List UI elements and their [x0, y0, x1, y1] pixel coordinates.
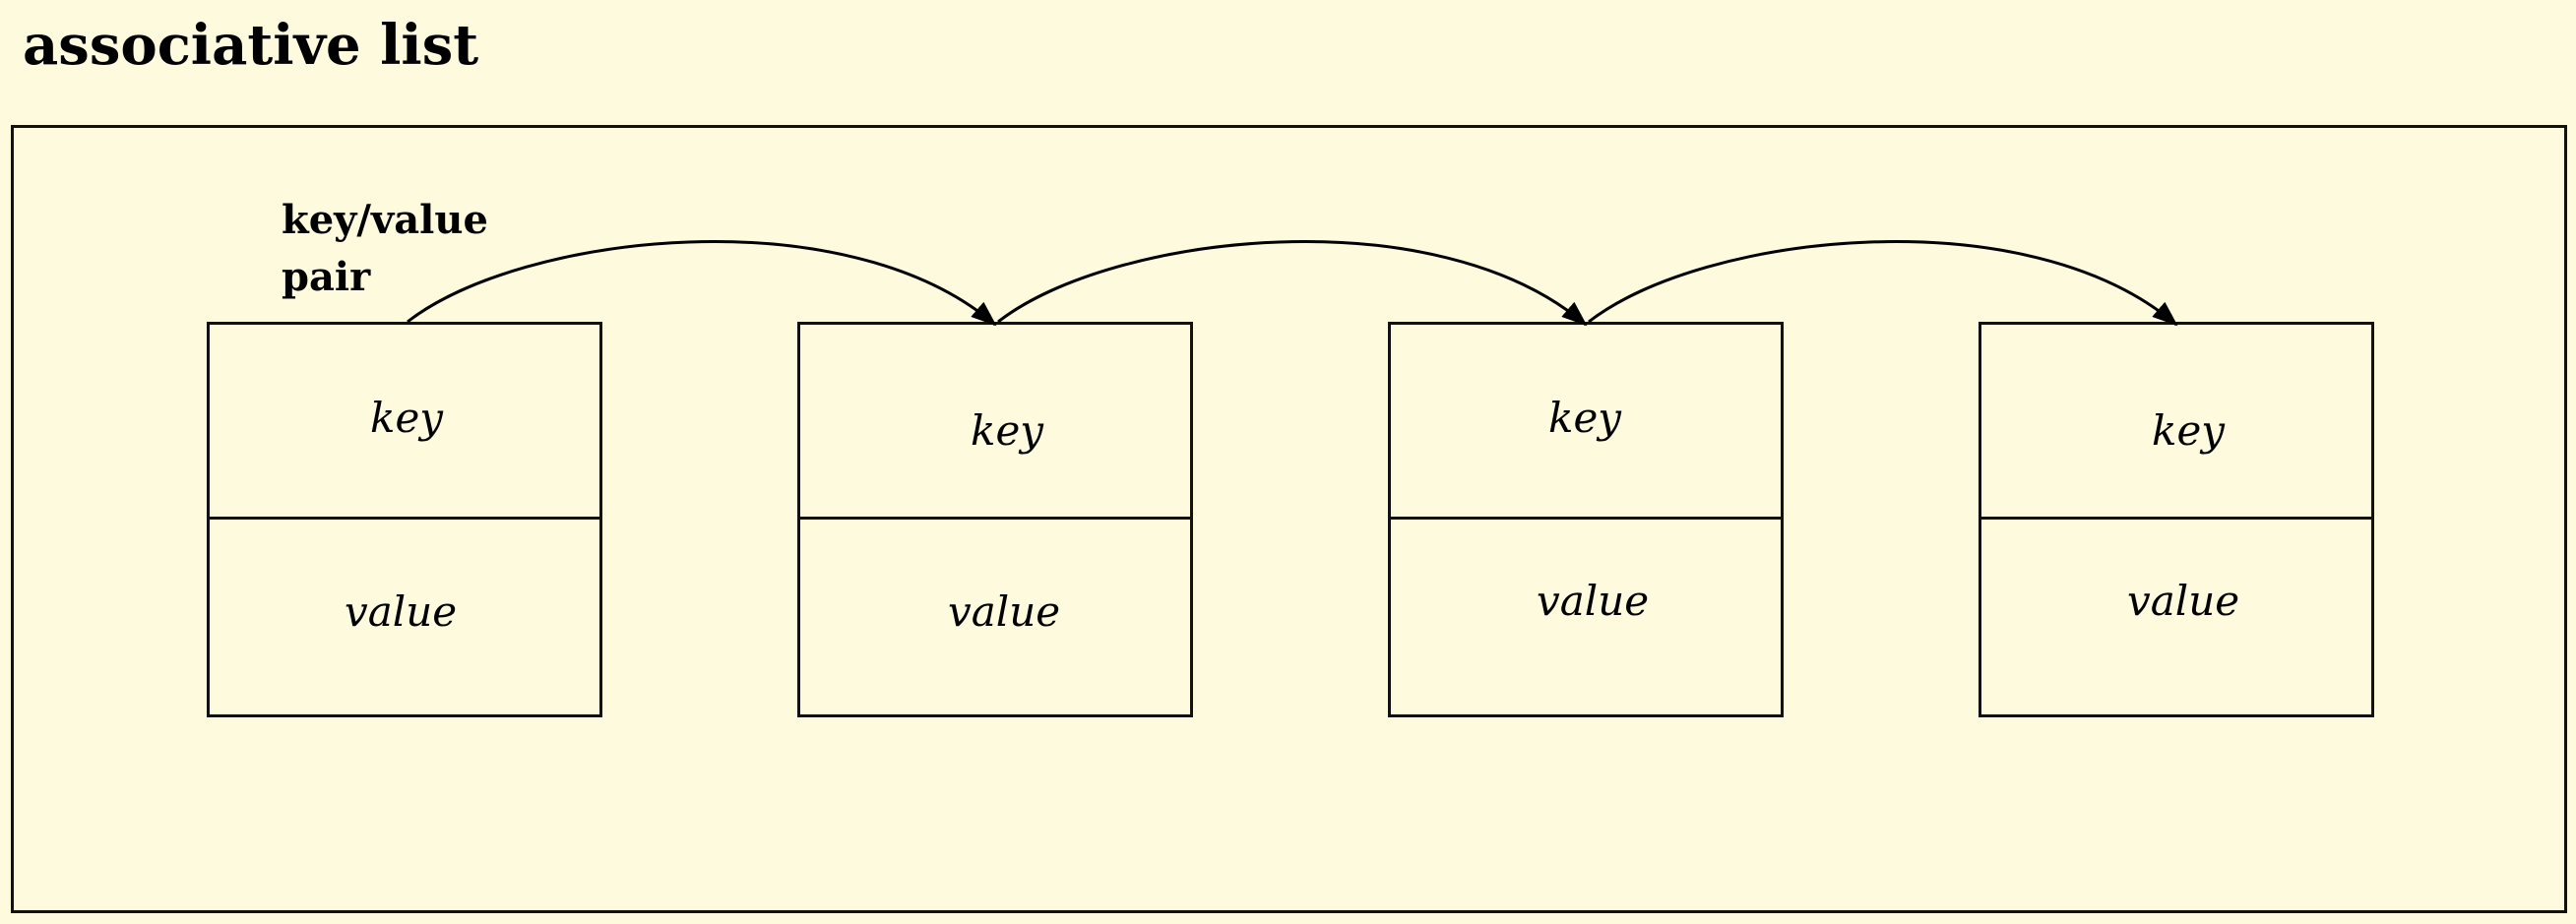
diagram-title: associative list	[23, 13, 479, 78]
node-key-cell: key	[210, 325, 599, 520]
node-1: key value	[207, 322, 602, 717]
pair-label-line-2: pair	[282, 254, 371, 300]
pair-label: key/value pair	[282, 192, 488, 306]
node-value-text: value	[2127, 577, 2240, 625]
diagram-frame	[11, 125, 2567, 913]
node-key-text: key	[971, 406, 1044, 455]
node-value-cell: value	[210, 517, 599, 714]
node-3: key value	[1388, 322, 1784, 717]
link-arrow-1-2	[407, 240, 997, 327]
node-key-cell: key	[800, 325, 1190, 520]
node-key-text: key	[1548, 394, 1622, 442]
node-value-text: value	[948, 587, 1061, 636]
node-key-cell: key	[1981, 325, 2371, 520]
node-value-cell: value	[1391, 517, 1781, 714]
link-arrow-2-3	[997, 240, 1588, 327]
node-key-text: key	[370, 394, 444, 442]
link-arrow-3-4	[1588, 240, 2178, 327]
node-value-cell: value	[1981, 517, 2371, 714]
node-value-text: value	[345, 587, 458, 636]
pair-label-line-1: key/value	[282, 197, 488, 243]
node-value-text: value	[1537, 577, 1650, 625]
node-key-text: key	[2152, 406, 2226, 455]
node-key-cell: key	[1391, 325, 1781, 520]
node-value-cell: value	[800, 517, 1190, 714]
